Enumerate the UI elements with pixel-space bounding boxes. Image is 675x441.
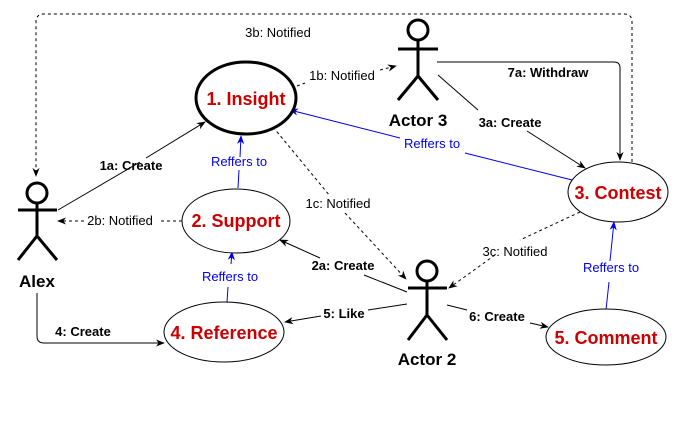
stick-figure-icon bbox=[396, 18, 440, 101]
actor-3-label: Actor 3 bbox=[389, 111, 448, 130]
stick-figure-icon bbox=[406, 259, 449, 341]
actor-3[interactable]: Actor 3 bbox=[389, 18, 448, 130]
edge-5-like[interactable]: 5: Like bbox=[284, 303, 408, 325]
node-contest[interactable]: 3. Contest bbox=[567, 161, 669, 223]
stick-figure-icon bbox=[16, 181, 59, 261]
edge-1c-notified[interactable]: 1c: Notified bbox=[272, 126, 407, 280]
edge-support-refers-insight[interactable]: Reffers to bbox=[211, 135, 267, 189]
edge-3c-notified[interactable]: 3c: Notified bbox=[448, 211, 581, 289]
node-support[interactable]: 2. Support bbox=[181, 188, 291, 254]
node-support-label: 2. Support bbox=[192, 211, 281, 231]
edge-1a-create[interactable]: 1a: Create bbox=[57, 121, 206, 211]
edge-label-3c: 3c: Notified bbox=[482, 244, 547, 259]
actor-2-label: Actor 2 bbox=[398, 350, 457, 369]
edge-label-7a: 7a: Withdraw bbox=[508, 65, 590, 80]
edge-reference-refers-support[interactable]: Reffers to bbox=[202, 251, 258, 303]
edge-label-contest-refers: Reffers to bbox=[404, 136, 460, 151]
edge-label-2a: 2a: Create bbox=[312, 258, 375, 273]
edge-comment-refers-contest[interactable]: Reffers to bbox=[583, 221, 639, 311]
edge-label-1c: 1c: Notified bbox=[305, 196, 370, 211]
node-comment[interactable]: 5. Comment bbox=[545, 308, 667, 366]
edge-label-4: 4: Create bbox=[55, 324, 111, 339]
edge-label-1b: 1b: Notified bbox=[309, 68, 375, 83]
edge-3a-create[interactable]: 3a: Create bbox=[437, 74, 586, 169]
edge-label-comment-refers: Reffers to bbox=[583, 260, 639, 275]
edge-label-1a: 1a: Create bbox=[100, 158, 163, 173]
edge-label-3a: 3a: Create bbox=[479, 115, 542, 130]
node-reference[interactable]: 4. Reference bbox=[163, 301, 285, 363]
actor-alex[interactable]: Alex bbox=[16, 181, 59, 291]
edge-label-6: 6: Create bbox=[469, 309, 525, 324]
edge-7a-withdraw[interactable]: 7a: Withdraw bbox=[437, 61, 624, 161]
node-reference-label: 4. Reference bbox=[170, 323, 277, 343]
edge-label-3b: 3b: Notified bbox=[245, 25, 311, 40]
edge-3b-notified[interactable]: 3b: Notified bbox=[32, 13, 633, 177]
edge-label-reference-refers: Reffers to bbox=[202, 269, 258, 284]
node-insight-label: 1. Insight bbox=[206, 89, 285, 109]
node-contest-label: 3. Contest bbox=[574, 183, 661, 203]
edge-6-create[interactable]: 6: Create bbox=[446, 304, 549, 329]
edge-contest-refers-insight[interactable]: Reffers to bbox=[289, 108, 573, 181]
edge-2a-create[interactable]: 2a: Create bbox=[279, 239, 408, 293]
edge-1b-notified[interactable]: 1b: Notified bbox=[296, 64, 397, 87]
edge-4-create[interactable]: 4: Create bbox=[36, 293, 165, 347]
edge-label-support-refers: Reffers to bbox=[211, 154, 267, 169]
edge-label-5: 5: Like bbox=[323, 306, 364, 321]
edge-2b-notified[interactable]: 2b: Notified bbox=[57, 213, 182, 228]
node-comment-label: 5. Comment bbox=[554, 328, 657, 348]
actor-2[interactable]: Actor 2 bbox=[398, 259, 457, 369]
edge-label-2b: 2b: Notified bbox=[87, 213, 153, 228]
actor-alex-label: Alex bbox=[19, 272, 55, 291]
node-insight[interactable]: 1. Insight bbox=[194, 60, 298, 136]
